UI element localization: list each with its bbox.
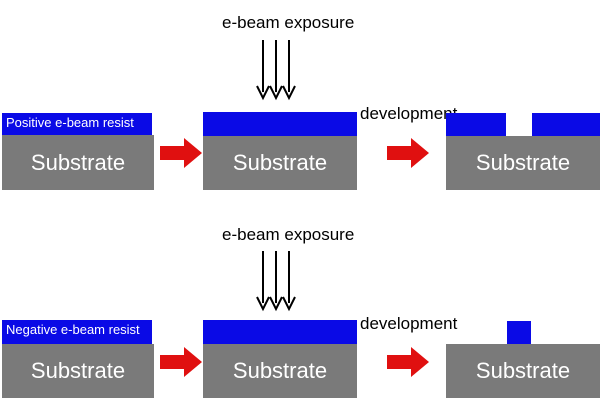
substrate-label: Substrate xyxy=(30,149,126,175)
substrate-block: Substrate xyxy=(203,344,357,398)
substrate-label: Substrate xyxy=(30,358,126,383)
substrate-block: Substrate xyxy=(446,136,600,190)
substrate-block: Substrate xyxy=(446,344,600,398)
exposure-label: e-beam exposure xyxy=(222,13,355,32)
substrate-label: Substrate xyxy=(475,150,571,175)
development-label: development xyxy=(360,314,458,333)
positive-resist-layer-label: Positive e-beam resist xyxy=(2,113,152,135)
down-arrow-icon xyxy=(256,40,296,101)
substrate-label: Substrate xyxy=(475,358,571,383)
development-label: development xyxy=(360,104,458,123)
right-arrow-icon xyxy=(387,347,429,377)
substrate-label: Substrate xyxy=(232,150,328,175)
right-arrow-icon xyxy=(160,138,202,168)
substrate-block: Substrate xyxy=(2,344,154,398)
substrate-label: Substrate xyxy=(232,358,328,383)
right-arrow-icon xyxy=(160,347,202,377)
exposure-label: e-beam exposure xyxy=(222,225,355,244)
resist-layer xyxy=(507,321,531,344)
resist-layer xyxy=(446,113,506,136)
resist-layer xyxy=(203,320,357,344)
resist-layer xyxy=(203,112,357,136)
resist-layer xyxy=(532,113,600,136)
down-arrow-icon xyxy=(256,251,296,312)
right-arrow-icon xyxy=(387,138,429,168)
negative-resist-layer-label: Negative e-beam resist xyxy=(2,320,152,344)
substrate-block: Substrate xyxy=(203,136,357,190)
substrate-block: Substrate xyxy=(2,135,154,190)
